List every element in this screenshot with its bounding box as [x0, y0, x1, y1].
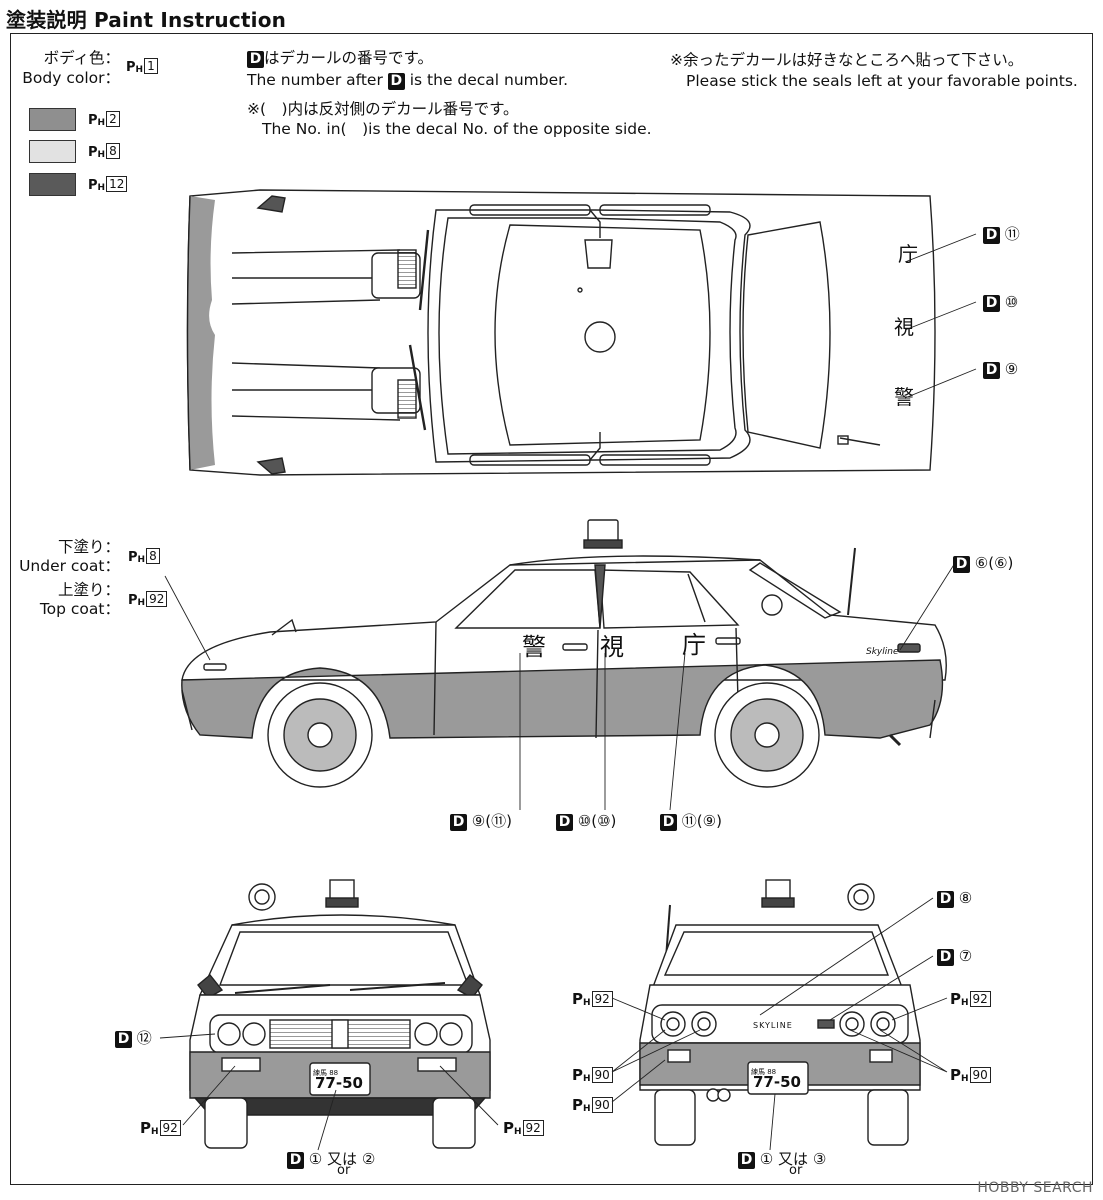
swatch-ph8	[29, 140, 76, 163]
swatch-ph12	[29, 173, 76, 196]
side-decal-10-10: D ⑩(⑩)	[556, 812, 616, 831]
front-plate-top: 練馬 88	[313, 1069, 339, 1077]
side-decal-9-11: D ⑨(⑪)	[450, 812, 512, 831]
under-coat-en: Under coat：	[19, 557, 120, 575]
decal-note-en: The number after D is the decal number.	[247, 71, 569, 90]
side-decal-6: D ⑥(⑥)	[953, 554, 1013, 573]
leftover-note-jp: ※余ったデカールは好きなところへ貼って下さい。	[670, 51, 1024, 69]
body-color-label-jp: ボディ色：	[43, 49, 120, 67]
rear-decal-8: D ⑧	[937, 889, 972, 908]
instruction-frame	[10, 33, 1093, 1185]
front-view	[189, 879, 491, 1149]
top-decal-10: D ⑩	[983, 293, 1018, 312]
side-view	[181, 519, 947, 788]
top-decal-9: D ⑨	[983, 360, 1018, 379]
rear-plate-number: 77-50	[753, 1073, 801, 1091]
top-kanji-1: 庁	[898, 242, 918, 266]
top-kanji-2: 視	[894, 315, 914, 339]
side-kanji-3: 庁	[682, 631, 706, 659]
front-plate-number: 77-50	[315, 1074, 363, 1092]
top-view	[186, 189, 936, 476]
front-decal-12: D ⑫	[115, 1029, 152, 1048]
title-en: Paint Instruction	[93, 8, 287, 32]
front-or-en: or	[337, 1163, 351, 1178]
top-coat-jp: 上塗り：	[57, 581, 120, 599]
swatch-ph2	[29, 108, 76, 131]
page-title: 塗装説明 Paint Instruction	[6, 4, 286, 33]
body-color-label-en: Body color：	[22, 69, 120, 87]
side-kanji-1: 警	[522, 633, 546, 661]
opposite-note-en: The No. in( )is the decal No. of the opp…	[262, 120, 652, 138]
opposite-note-jp: ※( )内は反対側のデカール番号です。	[247, 100, 519, 118]
under-coat-jp: 下塗り：	[57, 538, 120, 556]
rear-or-en: or	[789, 1163, 803, 1178]
side-kanji-2: 視	[600, 633, 624, 661]
front-decal-1-or-2: D ① 又は ②	[287, 1150, 375, 1169]
top-decal-11: D ⑪	[983, 225, 1020, 244]
top-coat-en: Top coat：	[39, 600, 120, 618]
skyline-emblem: Skyline	[866, 647, 899, 657]
side-decal-11-9: D ⑪(⑨)	[660, 812, 722, 831]
rear-plate-top: 練馬 88	[751, 1068, 777, 1076]
rear-skyline-badge: SKYLINE	[753, 1021, 793, 1030]
leader-lines	[159, 233, 977, 1151]
rear-decal-1-or-3: D ① 又は ③	[738, 1150, 826, 1169]
leftover-note-en: Please stick the seals left at your favo…	[686, 72, 1078, 90]
watermark: HOBBY SEARCH	[977, 1180, 1093, 1196]
rear-decal-7: D ⑦	[937, 947, 972, 966]
rear-view	[639, 879, 921, 1146]
top-kanji-3: 警	[894, 385, 914, 409]
title-jp: 塗装説明	[6, 8, 87, 32]
